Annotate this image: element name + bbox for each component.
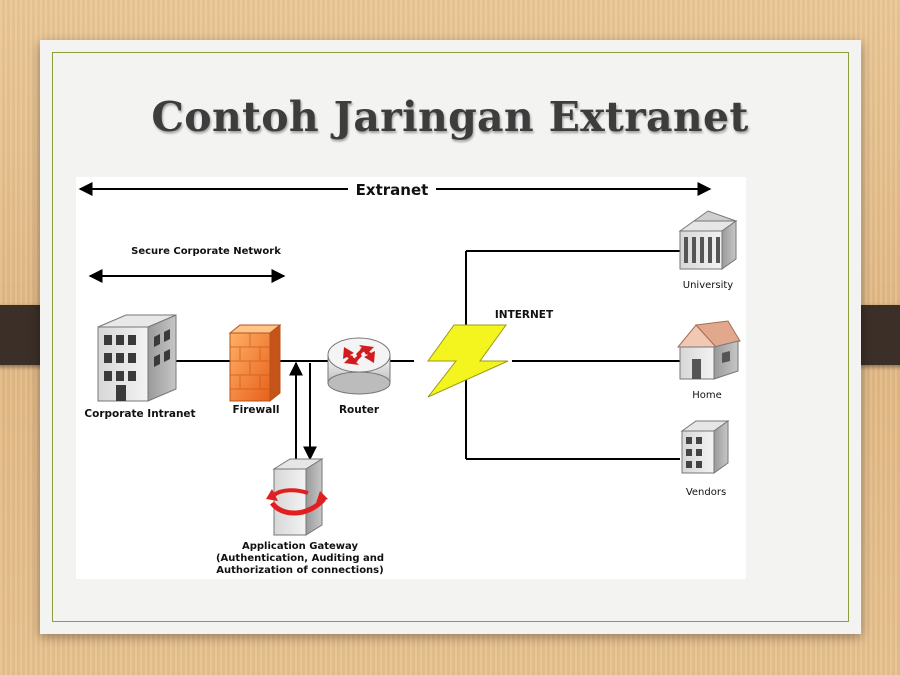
slide-title: Contoh Jaringan Extranet: [151, 93, 749, 141]
corporate-intranet-label: Corporate Intranet: [84, 408, 195, 420]
home-house-icon: [676, 320, 741, 380]
network-diagram: Extranet Secure Corporate Network: [76, 177, 746, 579]
router-label: Router: [339, 404, 380, 416]
firewall-icon: [228, 323, 282, 403]
extranet-label: Extranet: [356, 181, 429, 199]
internet-lightning-icon: [427, 324, 509, 398]
home-label: Home: [692, 390, 722, 401]
application-gateway-server-icon: [266, 458, 328, 536]
firewall-label: Firewall: [232, 404, 279, 416]
slide-border: [52, 52, 849, 622]
university-building-icon: [678, 210, 738, 270]
internet-label: INTERNET: [495, 309, 554, 321]
secure-network-label: Secure Corporate Network: [131, 246, 281, 257]
gateway-label-line3: Authorization of connections): [216, 565, 383, 576]
university-label: University: [683, 280, 734, 291]
gateway-arrows: [289, 361, 317, 469]
vendors-label: Vendors: [686, 487, 726, 498]
vendors-building-icon: [680, 420, 730, 474]
router-icon: [327, 337, 391, 395]
gateway-label-line1: Application Gateway: [242, 541, 358, 552]
diagram-canvas: Extranet Secure Corporate Network: [78, 181, 741, 576]
corporate-building-icon: [97, 314, 177, 402]
gateway-label-line2: (Authentication, Auditing and: [216, 553, 384, 564]
